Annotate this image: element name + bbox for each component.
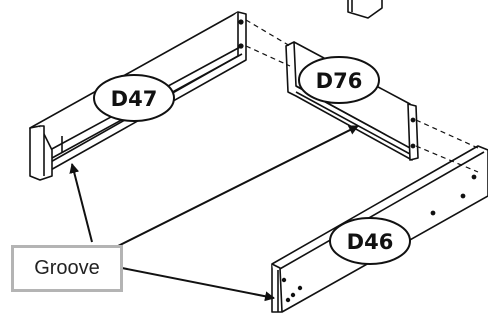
alignment-lines bbox=[245, 19, 479, 173]
label-d47: D47 bbox=[93, 74, 175, 122]
label-d76: D76 bbox=[298, 56, 380, 104]
label-d46: D46 bbox=[329, 217, 411, 265]
label-d47-text: D47 bbox=[111, 87, 158, 111]
groove-callout: Groove bbox=[11, 245, 123, 292]
label-d76-text: D76 bbox=[316, 69, 363, 93]
top-partial-panel bbox=[347, 0, 383, 19]
label-d46-text: D46 bbox=[347, 230, 394, 254]
groove-arrows bbox=[69, 125, 359, 302]
groove-label: Groove bbox=[34, 257, 100, 279]
